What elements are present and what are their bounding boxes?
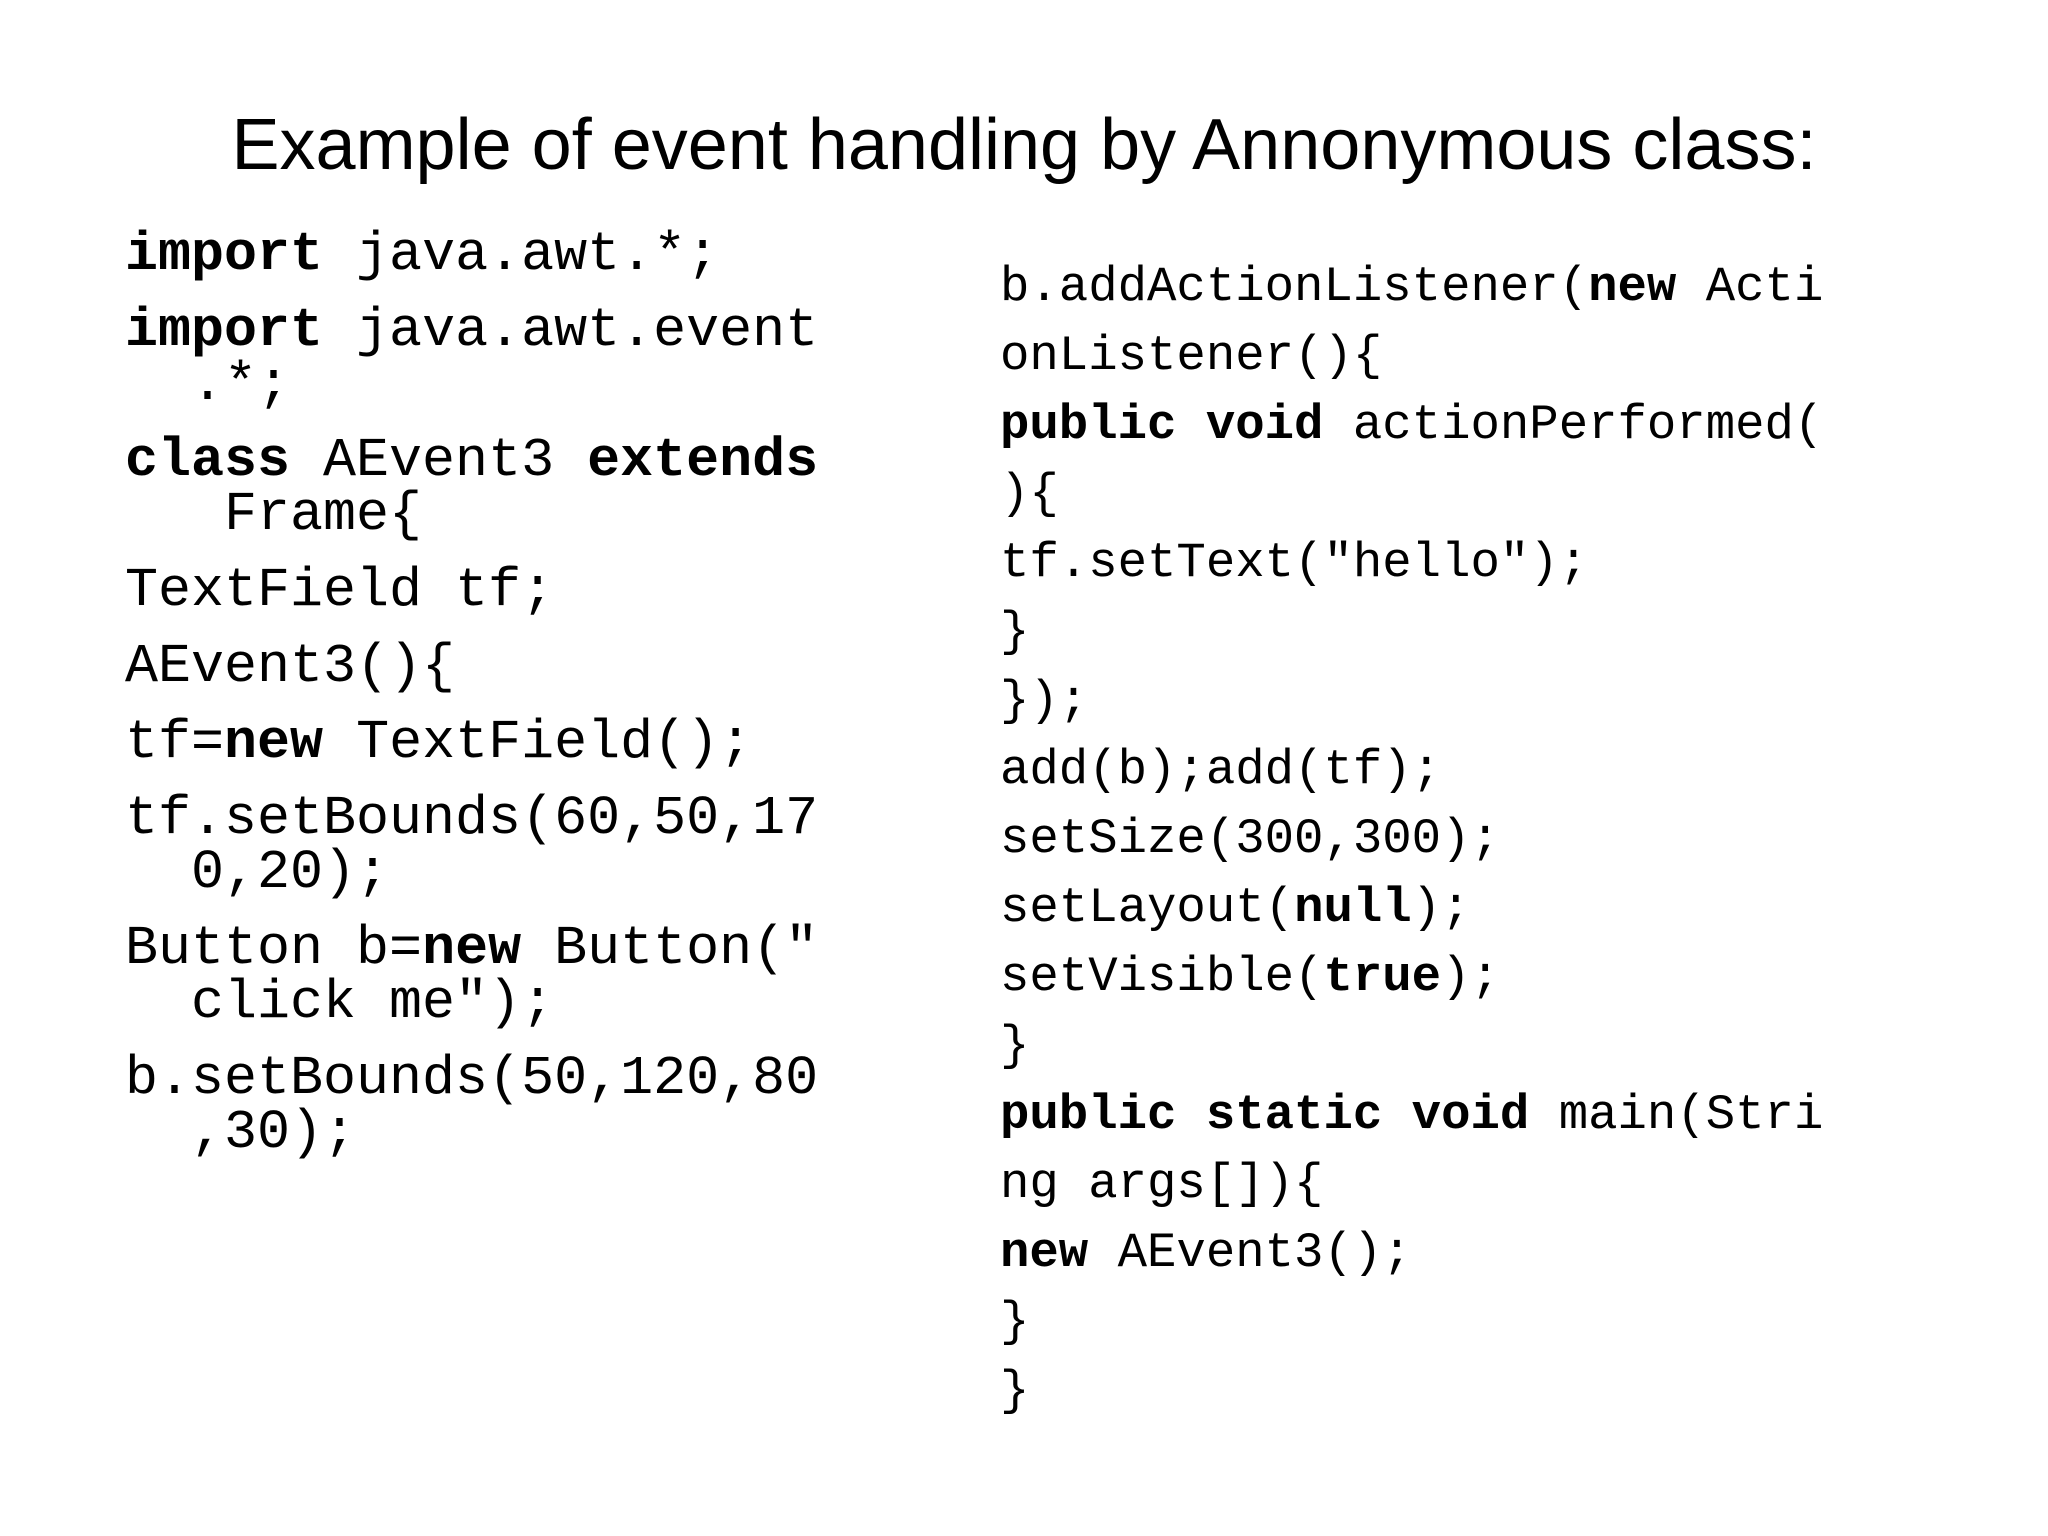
- keyword: new: [422, 917, 522, 980]
- code-text: );: [1411, 880, 1471, 936]
- keyword: new: [224, 711, 324, 774]
- code-text: );: [1441, 949, 1500, 1005]
- code-line: }: [1000, 1018, 1030, 1074]
- code-line: }: [1000, 1363, 1030, 1419]
- code-block-right: b.addActionListener(new Acti onListener(…: [1000, 253, 1823, 1426]
- code-block-left: import java.awt.*; import java.awt.event…: [125, 226, 818, 1180]
- code-line: new AEvent3();: [1000, 1219, 1823, 1288]
- code-line: add(b);add(tf);: [1000, 742, 1442, 798]
- keyword: import: [125, 299, 324, 362]
- code-line: public static void main(Stri: [1000, 1081, 1823, 1150]
- code-text: java.awt.event: [323, 299, 819, 362]
- code-text: AEvent3: [290, 429, 588, 492]
- code-continuation: 0,20);: [125, 841, 390, 904]
- slide-title: Example of event handling by Annonymous …: [231, 105, 1817, 185]
- code-text: setLayout(: [1000, 880, 1295, 936]
- code-line: import java.awt.*;: [125, 226, 818, 284]
- code-line: tf.setText("hello");: [1000, 535, 1589, 591]
- code-text: Button(": [521, 917, 819, 980]
- keyword: import: [125, 223, 324, 286]
- code-line: import java.awt.event .*;: [125, 302, 818, 414]
- code-text: tf.setBounds(60,50,17: [125, 787, 819, 850]
- code-text: setVisible(: [1000, 949, 1324, 1005]
- code-line: tf=new TextField();: [125, 714, 818, 772]
- code-continuation: click me");: [125, 971, 555, 1034]
- code-line: tf.setBounds(60,50,17 0,20);: [125, 790, 818, 902]
- code-line: setSize(300,300);: [1000, 811, 1500, 867]
- code-text: b.addActionListener(: [1000, 259, 1589, 315]
- code-continuation: Frame{: [125, 483, 423, 546]
- code-text: AEvent3();: [1088, 1225, 1412, 1281]
- keyword: public static void: [1000, 1087, 1530, 1143]
- code-text: java.awt.*;: [323, 223, 720, 286]
- code-line: }: [1000, 1294, 1030, 1350]
- code-line: TextField tf;: [125, 559, 555, 622]
- code-text: actionPerformed(: [1323, 397, 1824, 453]
- code-line: Button b=new Button(" click me");: [125, 920, 818, 1032]
- code-text: main(Stri: [1529, 1087, 1824, 1143]
- code-line: setVisible(true);: [1000, 943, 1823, 1012]
- code-line: ){: [1000, 466, 1059, 522]
- keyword: class: [125, 429, 291, 492]
- code-line: b.addActionListener(new Acti: [1000, 253, 1823, 322]
- code-line: onListener(){: [1000, 328, 1383, 384]
- code-text: Button b=: [125, 917, 423, 980]
- code-text: b.setBounds(50,120,80: [125, 1047, 819, 1110]
- code-text: tf=: [125, 711, 225, 774]
- code-line: ng args[]){: [1000, 1156, 1324, 1212]
- keyword: true: [1323, 949, 1442, 1005]
- keyword: new: [1588, 259, 1677, 315]
- code-line: public void actionPerformed(: [1000, 391, 1823, 460]
- code-line: b.setBounds(50,120,80 ,30);: [125, 1050, 818, 1162]
- code-line: setLayout(null);: [1000, 874, 1823, 943]
- code-line: });: [1000, 673, 1089, 729]
- keyword: extends: [587, 429, 819, 492]
- code-line: class AEvent3 extends Frame{: [125, 432, 818, 544]
- code-continuation: .*;: [125, 353, 291, 416]
- code-text: TextField();: [323, 711, 753, 774]
- code-continuation: ,30);: [125, 1101, 357, 1164]
- keyword: new: [1000, 1225, 1089, 1281]
- keyword: null: [1294, 880, 1412, 936]
- keyword: public void: [1000, 397, 1324, 453]
- code-line: AEvent3(){: [125, 635, 456, 698]
- code-text: Acti: [1676, 259, 1824, 315]
- code-line: }: [1000, 604, 1030, 660]
